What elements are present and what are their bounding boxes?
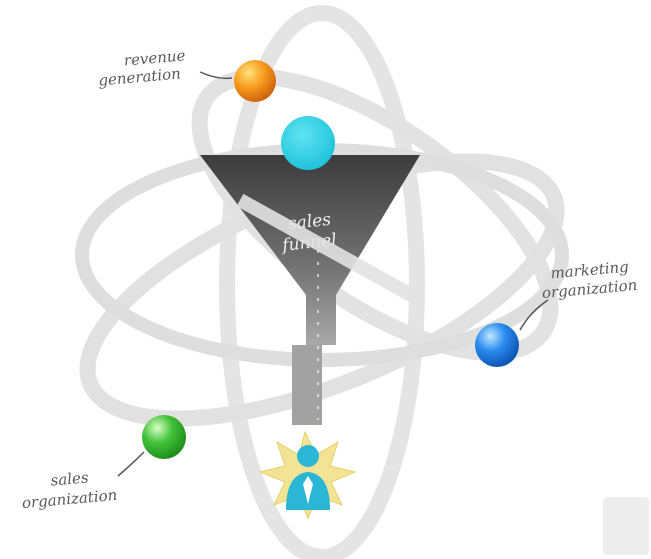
revenue-label-line2: generation (98, 64, 182, 89)
sales-connector (118, 452, 144, 476)
sales-ball (142, 415, 186, 459)
customer-person-icon (260, 432, 355, 518)
revenue-ball (234, 60, 276, 102)
label-sales-organization: sales organization (21, 452, 144, 512)
sales-label-line2: organization (21, 486, 118, 512)
marketing-ball (475, 323, 519, 367)
top-ball (281, 116, 335, 170)
sales-label-line1: sales (50, 468, 90, 489)
corner-placeholder (603, 497, 649, 555)
